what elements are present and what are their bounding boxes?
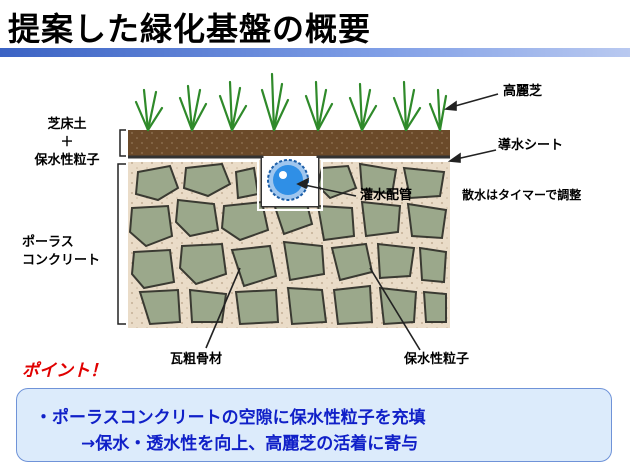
label-timer-note: 散水はタイマーで調整 (462, 188, 582, 202)
aggregate-pointer (205, 267, 241, 349)
label-turf: 高麗芝 (503, 84, 543, 99)
page-title: 提案した緑化基盤の概要 (8, 10, 372, 48)
soil-brace (119, 129, 126, 157)
label-aggregate: 瓦粗骨材 (170, 352, 223, 367)
point-heading: ポイント！ (22, 361, 107, 381)
label-porous-line1: ポーラス (22, 235, 74, 250)
label-particles: 保水性粒子 (404, 352, 470, 367)
label-irrigation-pipe: 灌水配管 (360, 188, 413, 203)
pipe-pointer (299, 183, 357, 197)
title-underline-bar (0, 48, 630, 57)
turf-grass (134, 72, 448, 132)
greening-base-diagram (117, 72, 499, 351)
label-soil-line1: 芝床土 (47, 117, 87, 132)
label-porous-line2: コンクリート (22, 253, 101, 268)
summary-line-2: →保水・透水性を向上、高麗芝の活着に寄与 (81, 434, 419, 454)
aggregate-stones (128, 162, 448, 326)
label-soil-group: 芝床土 ＋ 保水性粒子 (22, 116, 112, 170)
summary-line-1: ・ポーラスコンクリートの空隙に保水性粒子を充填 (35, 408, 426, 428)
label-soil-line2: ＋ (60, 135, 74, 150)
label-drain-sheet: 導水シート (498, 138, 564, 153)
summary-box: ・ポーラスコンクリートの空隙に保水性粒子を充填 →保水・透水性を向上、高麗芝の活… (16, 388, 612, 462)
label-porous-group: ポーラス コンクリート (22, 234, 100, 270)
concrete-brace (117, 163, 126, 325)
particles-pointer (369, 267, 421, 351)
label-soil-line3: 保水性粒子 (34, 153, 100, 168)
